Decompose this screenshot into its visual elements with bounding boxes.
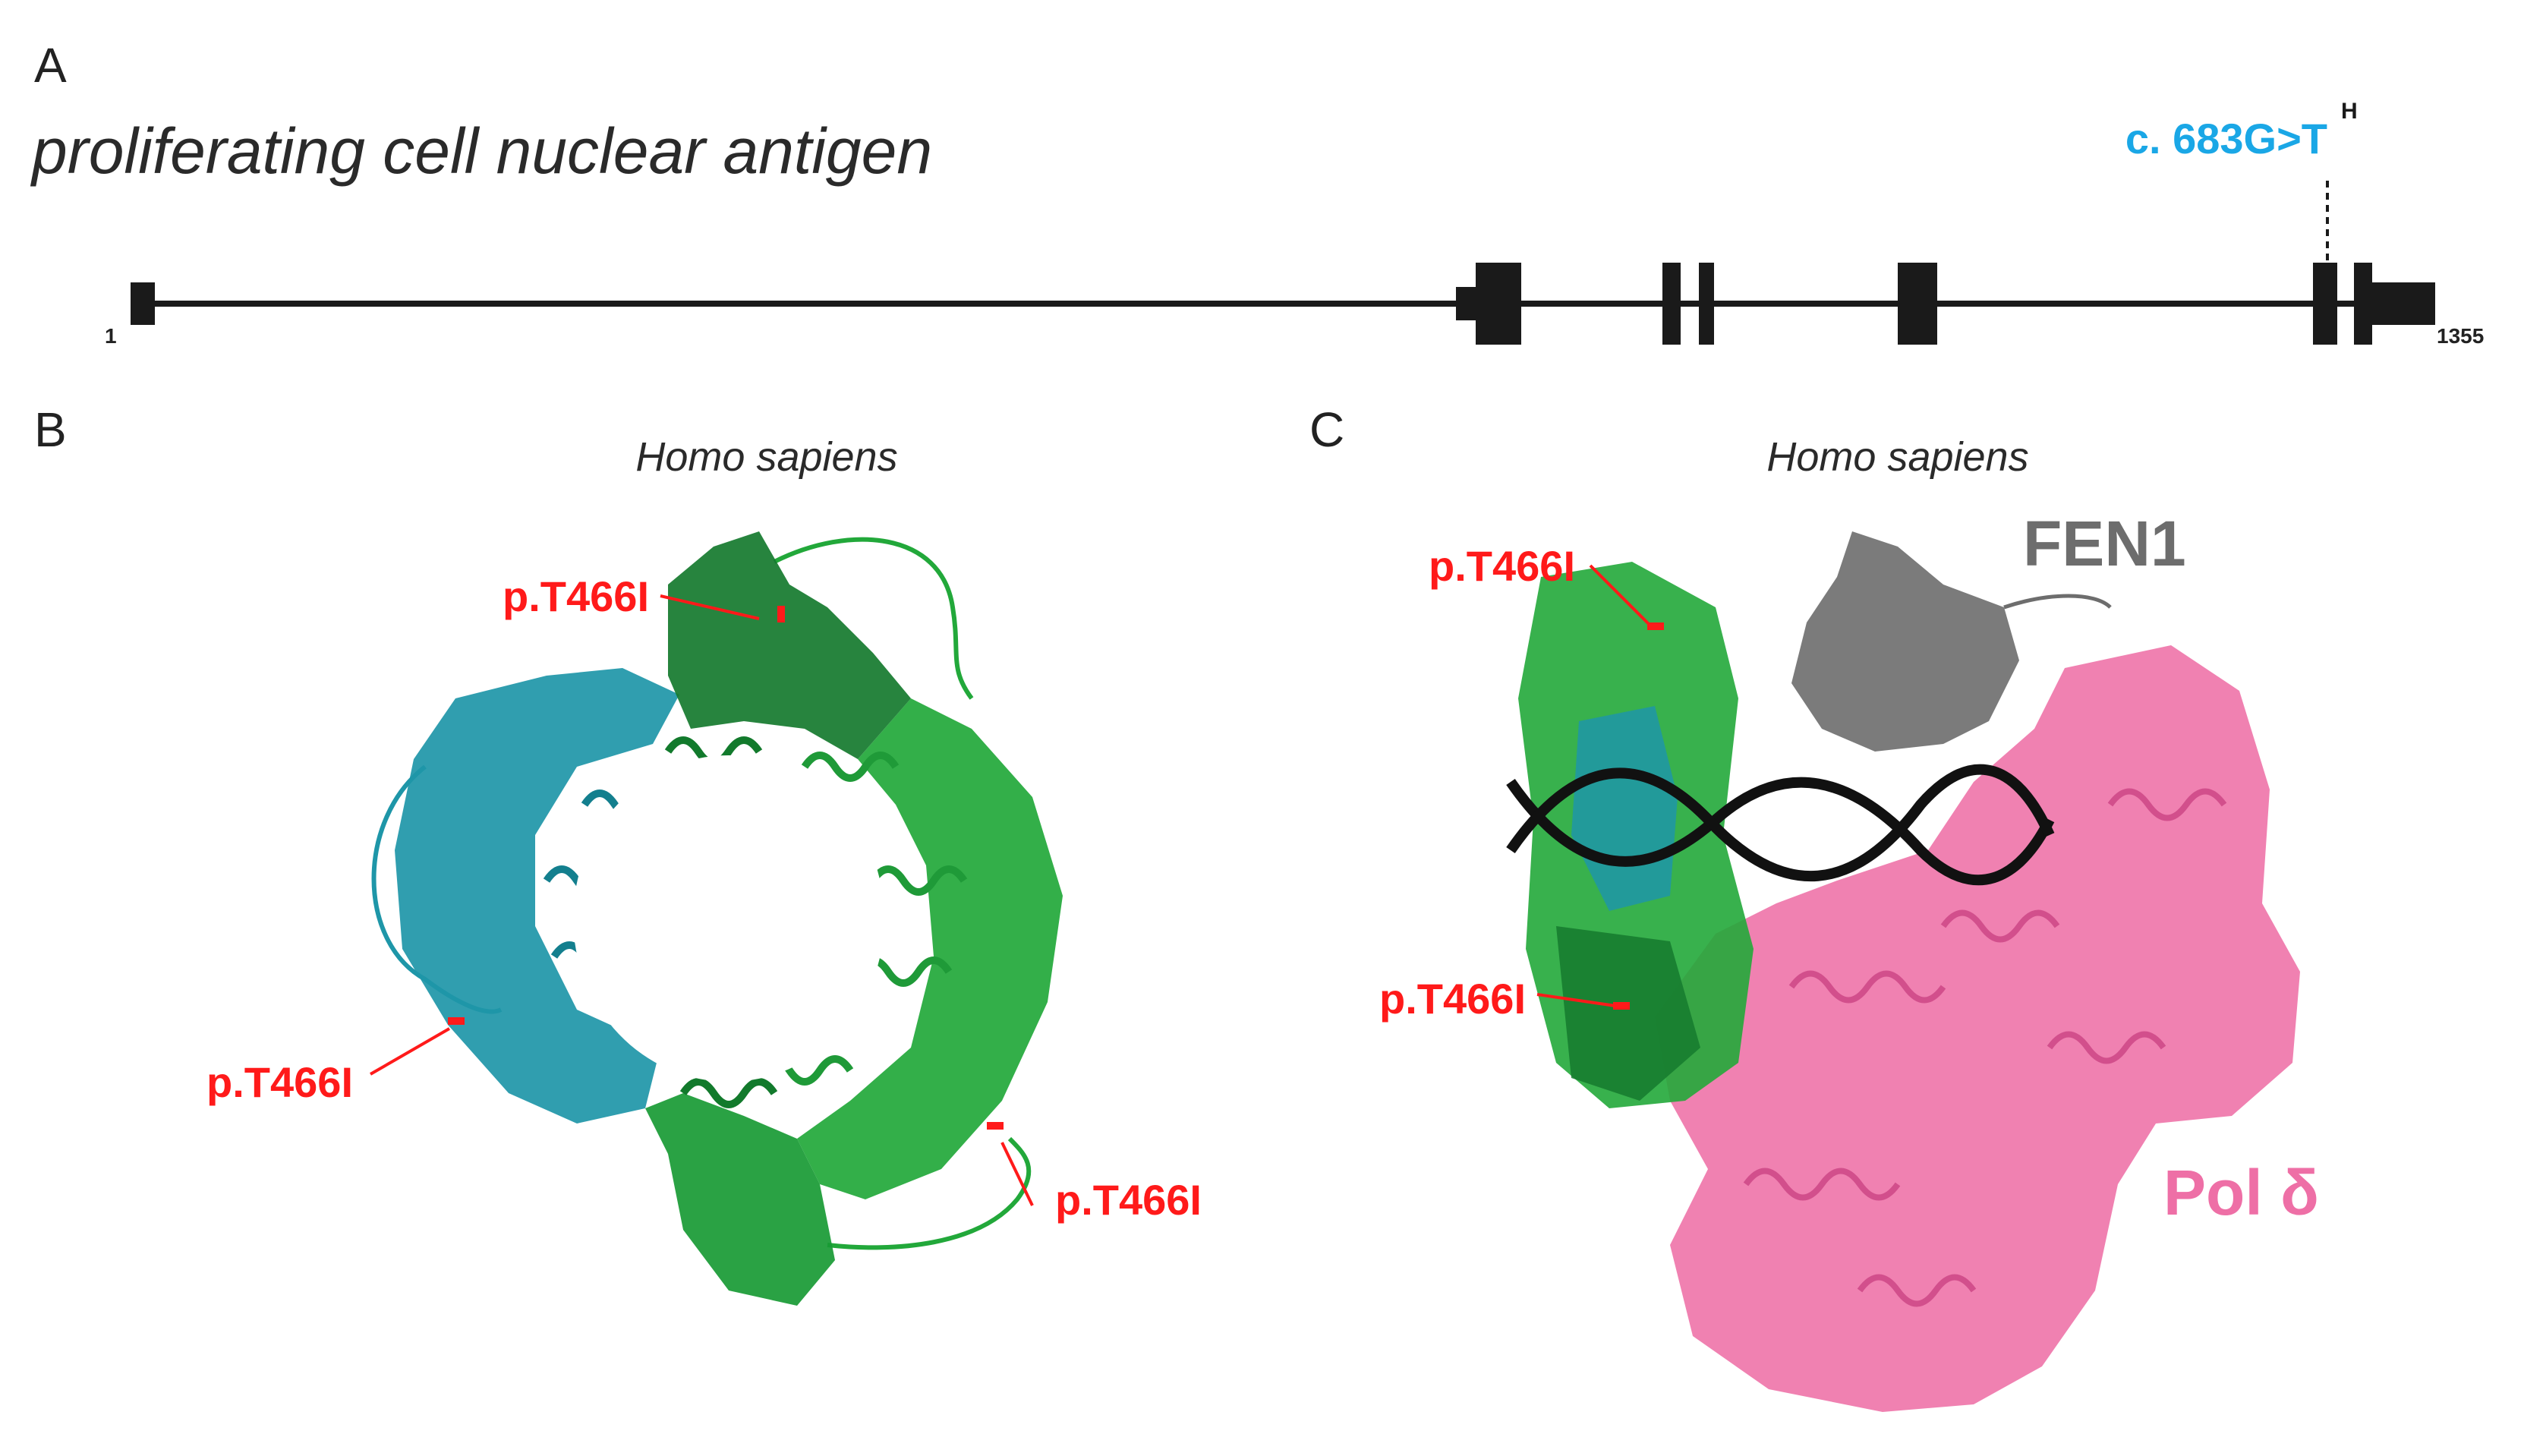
gene-name: proliferating cell nuclear antigen [30,115,932,187]
mutation-site-b-left [448,1017,465,1025]
variant-superscript: H [2341,99,2358,124]
mutation-site-c-top [1647,622,1664,630]
exon-7 [2354,263,2372,345]
outer-loop-bottom [827,1136,1032,1250]
dna-helix [1506,764,2055,886]
exon-7-utr [2370,282,2435,325]
pol-delta-structure [1655,645,2300,1412]
mutation-label-b-right: p.T466I [1055,1176,1202,1224]
exon-5 [1898,263,1937,345]
outer-loop-right [773,537,974,700]
mutation-site-c-bottom [1613,1002,1630,1010]
panel-a-letter: A [34,38,67,93]
mutation-label-c-top: p.T466I [1429,542,1575,590]
pcna-central-channel [573,755,884,1082]
pol-delta-label: Pol δ [2163,1157,2319,1228]
panel-c-species: Homo sapiens [1766,434,2028,480]
leader-line-c-top [1589,564,1650,626]
leader-line-c-bottom [1536,993,1616,1007]
mutation-label-b-left: p.T466I [206,1058,353,1106]
exon-2-utr [1456,287,1477,320]
leader-line-b-top [660,594,760,620]
pcna-subunit-dark-green-top [668,531,911,759]
pol-delta-helices [1743,788,2227,1307]
panel-a: A proliferating cell nuclear antigen 1 1… [30,38,2484,348]
pcna-ring-structure [371,531,1063,1306]
exon-6 [2313,263,2337,345]
panel-b-species: Homo sapiens [635,434,897,480]
panel-b: B Homo sapiens [34,402,1202,1306]
pcna-subunit-dark-green-bottom [645,1093,835,1306]
mutation-site-b-top [777,606,785,622]
pcna-subunit-teal [395,668,679,1124]
exon-3 [1662,263,1681,345]
mutation-label-b-top: p.T466I [503,572,649,620]
panel-b-letter: B [34,402,67,457]
exon-2 [1476,263,1521,345]
fen1-label: FEN1 [2023,508,2186,579]
fen1-structure [1791,531,2019,752]
pcna-subunit-green [797,698,1063,1199]
exon-1 [131,282,155,325]
variant-label: c. 683G>T [2125,115,2327,162]
panel-c: C Homo sapiens p.T466I p.T466I [1309,402,2319,1412]
pcna-side-dark [1556,926,1700,1101]
leader-line-b-right [1000,1142,1034,1206]
leader-line-b-left [370,1027,450,1076]
panel-c-letter: C [1309,402,1344,457]
gene-end-coord: 1355 [2437,324,2484,348]
mutation-label-c-bottom: p.T466I [1379,975,1526,1023]
mutation-site-b-right [987,1122,1004,1130]
exon-4 [1699,263,1714,345]
fen1-loop [2003,594,2112,610]
gene-start-coord: 1 [105,324,117,348]
